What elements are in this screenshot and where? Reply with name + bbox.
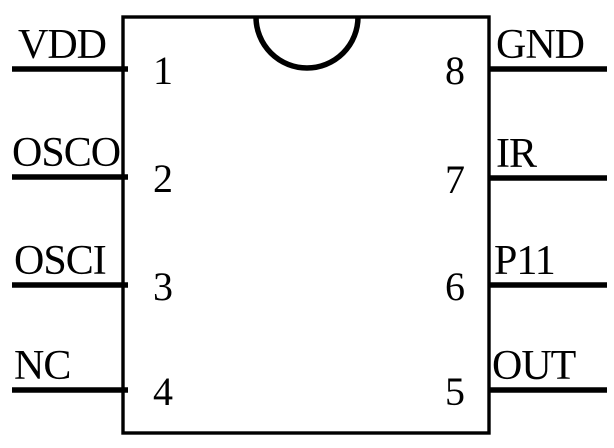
pin-label-p11: P11 <box>494 238 555 284</box>
chip-body-outline <box>121 15 491 435</box>
pin-label-osco: OSCO <box>12 130 120 176</box>
pin-number-4: 4 <box>153 369 173 414</box>
pin-label-gnd: GND <box>496 22 584 68</box>
pin-number-2: 2 <box>153 156 173 201</box>
pin-number-5: 5 <box>445 369 465 414</box>
pin-label-out: OUT <box>492 343 576 389</box>
orientation-notch-icon <box>253 16 361 71</box>
pin-label-ir: IR <box>496 131 537 177</box>
pin-number-6: 6 <box>445 264 465 309</box>
pin-number-7: 7 <box>445 157 465 202</box>
pin-label-nc: NC <box>14 343 70 389</box>
pin-label-osci: OSCI <box>14 238 106 284</box>
pin-number-8: 8 <box>445 48 465 93</box>
pin-label-vdd: VDD <box>18 22 106 68</box>
pin-number-3: 3 <box>153 264 173 309</box>
pin-numbers-group: 1 2 3 4 8 7 6 5 <box>153 48 465 414</box>
pin-number-1: 1 <box>153 48 173 93</box>
pin-leads-group <box>12 66 607 393</box>
